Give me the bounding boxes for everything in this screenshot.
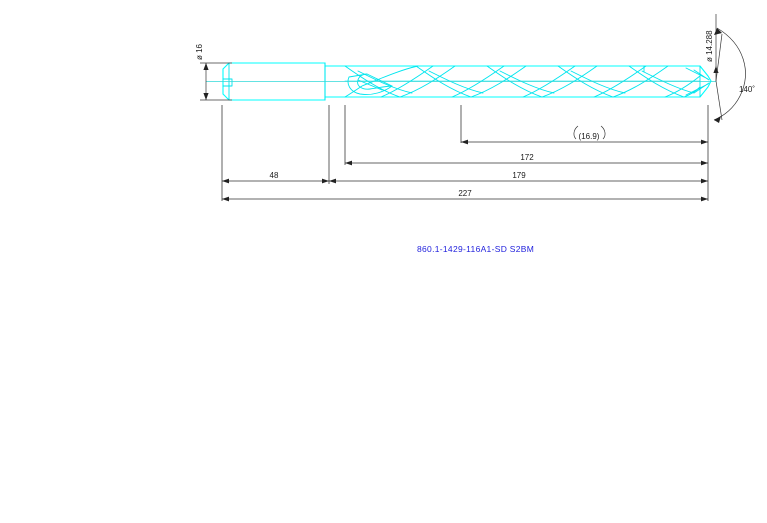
chip-ref-bracket-left — [573, 125, 579, 140]
dimension-body-length: 179 — [328, 105, 708, 184]
dimension-shank-length: 48 — [221, 105, 329, 201]
neck-outline — [325, 65, 345, 98]
dimension-overall-length: 227 — [222, 105, 709, 202]
dimension-point-angle: 140˚ — [713, 27, 755, 123]
drill-geometry — [206, 62, 716, 101]
point-angle-leader-lower — [715, 80, 723, 121]
helical-flutes — [344, 65, 701, 98]
dimension-flute-length: 172 — [344, 105, 708, 166]
body-length-label: 179 — [512, 171, 526, 180]
point-angle-label: 140˚ — [739, 85, 755, 94]
shank-notch — [222, 78, 233, 87]
chip-ref-label: (16.9) — [579, 132, 600, 141]
dimension-shank-diameter: ø 16 — [195, 43, 232, 101]
drill-point-outline — [699, 65, 712, 98]
tip-diameter-label: ø 14.288 — [705, 30, 714, 62]
flute-length-label: 172 — [520, 153, 534, 162]
shank-length-label: 48 — [270, 171, 279, 180]
point-angle-leader-upper — [715, 33, 723, 82]
dimension-tip-diameter: ø 14.288 — [705, 14, 719, 81]
point-angle-arc — [713, 27, 746, 121]
dimension-chip-ref: (16.9) — [460, 105, 708, 145]
overall-length-label: 227 — [458, 189, 472, 198]
part-designation-label: 860.1-1429-116A1-SD S2BM — [417, 244, 534, 254]
coolant-hole-loop — [347, 73, 393, 95]
chip-ref-bracket-right — [600, 125, 606, 140]
flute-body-envelope — [345, 65, 700, 98]
shank-diameter-label: ø 16 — [195, 43, 204, 60]
